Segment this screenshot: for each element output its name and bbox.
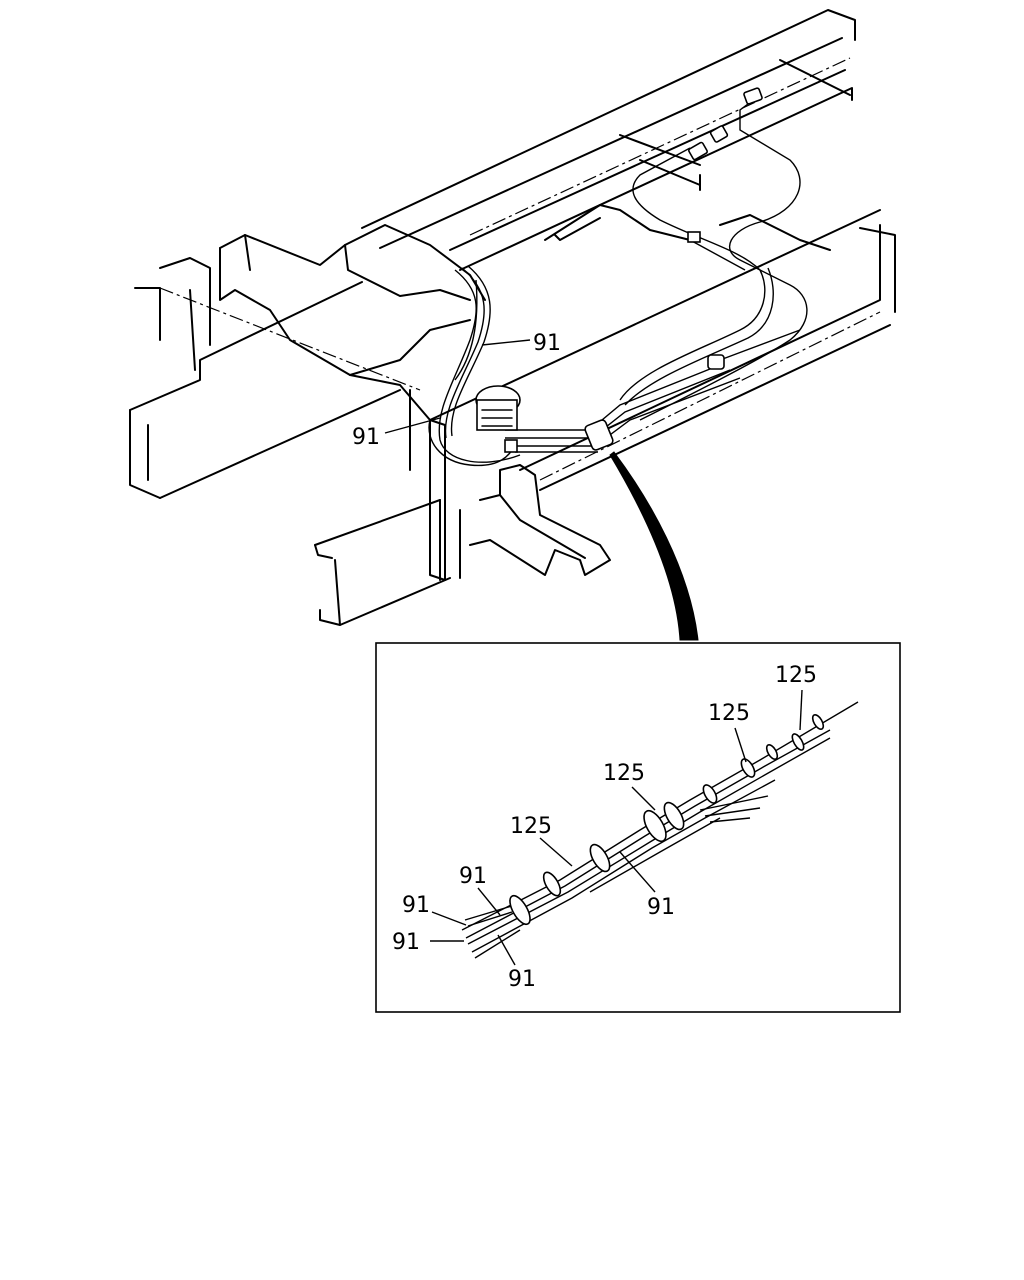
callout-detail-91-lower-left: 91 bbox=[392, 930, 464, 955]
callout-text: 91 bbox=[533, 331, 561, 356]
callout-detail-91-top: 91 bbox=[459, 864, 501, 916]
callout-detail-91-bottom: 91 bbox=[497, 934, 536, 992]
callout-detail-125-a: 125 bbox=[775, 663, 817, 731]
tank-cradle bbox=[544, 59, 851, 251]
fittings-main bbox=[475, 87, 763, 453]
callout-detail-125-b: 125 bbox=[708, 701, 750, 763]
callout-text: 91 bbox=[352, 425, 380, 450]
callout-text: 125 bbox=[775, 663, 817, 688]
detail-clamps bbox=[509, 713, 825, 926]
crossmember-left bbox=[134, 224, 486, 581]
callout-text: 91 bbox=[508, 967, 536, 992]
callout-detail-91-upper-left: 91 bbox=[402, 893, 467, 926]
frame-rail-rear bbox=[361, 9, 881, 421]
crossmember-lower bbox=[314, 464, 611, 626]
tube-harness-main bbox=[428, 94, 808, 467]
callout-text: 91 bbox=[647, 895, 675, 920]
callout-text: 91 bbox=[459, 864, 487, 889]
callout-text: 91 bbox=[402, 893, 430, 918]
callout-main-91-upper: 91 bbox=[481, 331, 561, 356]
callout-detail-91-right: 91 bbox=[619, 851, 675, 920]
callout-text: 125 bbox=[708, 701, 750, 726]
callout-text: 91 bbox=[392, 930, 420, 955]
detail-box bbox=[375, 642, 901, 1013]
callout-main-91-left: 91 bbox=[352, 417, 441, 450]
callout-text: 125 bbox=[603, 761, 645, 786]
callout-text: 125 bbox=[510, 814, 552, 839]
callout-detail-125-d: 125 bbox=[510, 814, 573, 867]
callout-detail-125-c: 125 bbox=[603, 761, 656, 811]
detail-pointer-arrow bbox=[609, 451, 699, 641]
